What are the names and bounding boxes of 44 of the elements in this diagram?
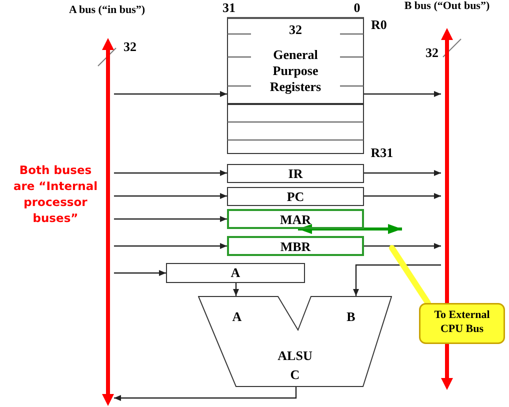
register-label: MBR xyxy=(279,240,312,254)
arrow xyxy=(114,216,227,222)
register-label: IR xyxy=(287,166,304,180)
alu-output-label: C xyxy=(289,368,301,382)
alu-label: ALSU xyxy=(276,349,314,363)
arrow xyxy=(114,91,227,97)
alu-input-label: A xyxy=(231,310,243,324)
register-width-label: 32 xyxy=(288,23,303,37)
arrow xyxy=(298,224,402,234)
alu-shape xyxy=(198,296,392,387)
bus-label: B bus (“Out bus”) xyxy=(403,0,491,13)
arrow xyxy=(114,387,297,401)
register-label: MAR xyxy=(278,213,312,227)
note-text: Both buses are “Internal processor buses” xyxy=(12,162,99,226)
register-file xyxy=(227,17,364,154)
arrow xyxy=(364,243,441,249)
register-label: PC xyxy=(286,190,306,204)
register-name: R31 xyxy=(370,146,394,160)
register-file-label: General Purpose Registers xyxy=(268,47,322,95)
register-box xyxy=(227,187,364,206)
callout-text: To External CPU Bus xyxy=(433,308,491,336)
arrow xyxy=(364,170,441,176)
arrow xyxy=(114,170,227,176)
arrow xyxy=(114,270,166,276)
arrow xyxy=(364,193,441,199)
register-label: A xyxy=(230,266,242,280)
register-box xyxy=(166,263,305,283)
alu-input-label: B xyxy=(346,310,356,324)
arrow xyxy=(353,264,441,296)
bus-width-label: 32 xyxy=(122,40,138,54)
register-box xyxy=(227,209,364,229)
arrow xyxy=(364,91,441,97)
arrow xyxy=(114,193,227,199)
callout-bubble xyxy=(419,303,505,344)
bit-index: 0 xyxy=(352,1,362,15)
bus-arrow xyxy=(102,38,114,406)
bus-width-label: 32 xyxy=(424,46,440,60)
arrow xyxy=(114,243,227,249)
bit-index: 31 xyxy=(222,1,236,15)
register-box xyxy=(227,236,364,256)
register-name: R0 xyxy=(370,18,388,32)
register-box xyxy=(227,164,364,183)
arrow xyxy=(233,283,239,296)
bus-label: A bus (“in bus”) xyxy=(68,4,146,17)
